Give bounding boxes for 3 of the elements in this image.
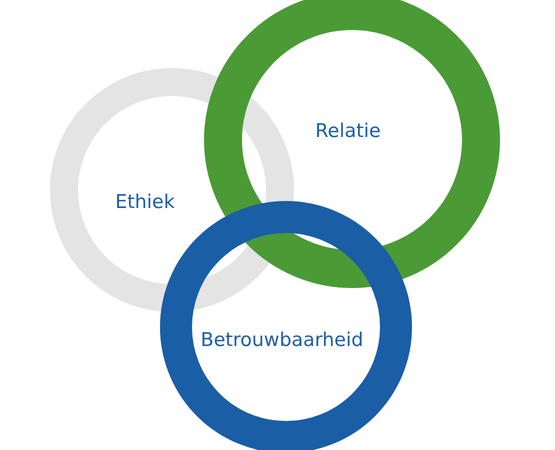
ring-label: Ethiek [115, 191, 175, 213]
ring-label: Betrouwbaarheid [200, 329, 364, 351]
ring-label: Relatie [315, 120, 381, 142]
